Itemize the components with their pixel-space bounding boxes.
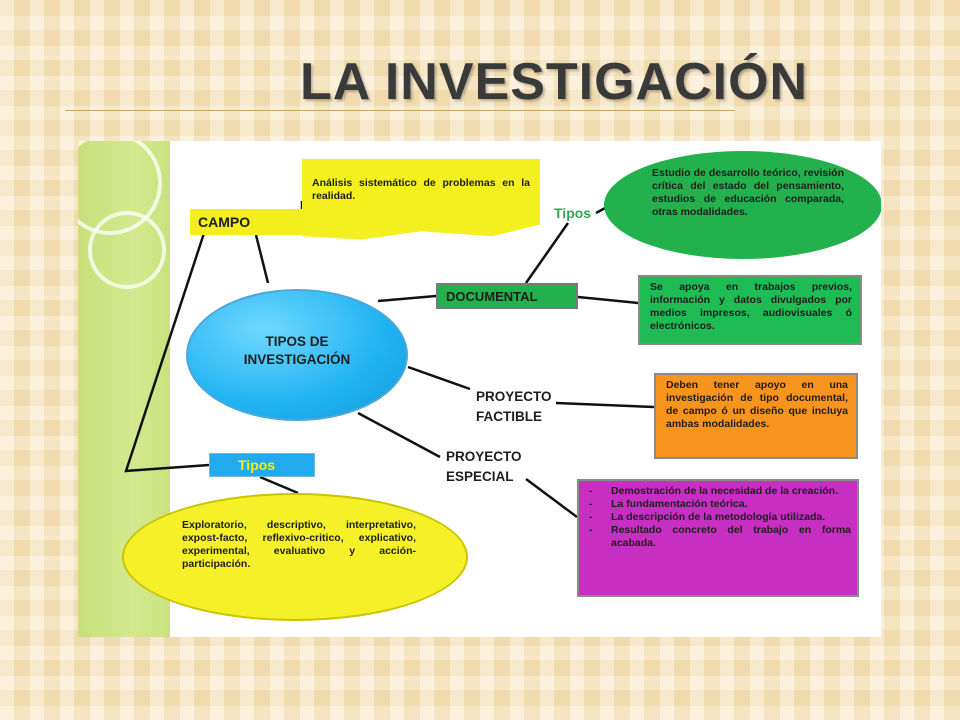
documental-description-box: Se apoya en trabajos previos, informació… — [638, 275, 862, 345]
documental-tipos-text: Estudio de desarrollo teórico, revisión … — [652, 167, 844, 218]
campo-description-box: Análisis sistemático de problemas en la … — [302, 159, 540, 240]
center-line2: INVESTIGACIÓN — [243, 352, 351, 367]
proyecto-especial-node: PROYECTO ESPECIAL — [446, 447, 522, 487]
connector-lines — [124, 199, 655, 519]
especial-list-box: Demostración de la necesidad de la creac… — [577, 479, 859, 597]
campo-label: CAMPO — [198, 214, 251, 230]
especial-list: Demostración de la necesidad de la creac… — [585, 485, 851, 550]
connector-center-campo — [254, 234, 270, 284]
factible-description: Deben tener apoyo en una investigación d… — [666, 379, 848, 430]
connector-campo-tipos — [124, 220, 210, 473]
campo-tipos-text: Exploratorio, descriptivo, interpretativ… — [182, 519, 416, 570]
list-item: La descripción de la metodología utiliza… — [585, 511, 851, 524]
center-line1: TIPOS DE — [265, 334, 329, 349]
documental-node: DOCUMENTAL — [436, 283, 578, 309]
slide-title: LA INVESTIGACIÓN — [300, 53, 809, 111]
campo-node: CAMPO — [190, 209, 302, 235]
decorative-ring — [88, 211, 166, 289]
connector-documental-apoya — [577, 295, 639, 305]
list-item: La fundamentación teórica. — [585, 498, 851, 511]
title-underline — [65, 110, 735, 111]
factible-description-box: Deben tener apoyo en una investigación d… — [654, 373, 858, 459]
factible-line2: FACTIBLE — [476, 409, 542, 424]
campo-tipos-label-box: Tipos — [209, 453, 315, 477]
connector-center-documental — [377, 294, 437, 303]
proyecto-factible-node: PROYECTO FACTIBLE — [476, 387, 552, 427]
campo-tipos-label: Tipos — [238, 457, 276, 473]
list-item: Demostración de la necesidad de la creac… — [585, 485, 851, 498]
connector-tipos-ellipse — [259, 475, 299, 495]
documental-description: Se apoya en trabajos previos, informació… — [650, 281, 852, 332]
connector-center-especial — [357, 411, 441, 459]
especial-line2: ESPECIAL — [446, 469, 514, 484]
connector-center-factible — [407, 365, 471, 391]
center-node: TIPOS DE INVESTIGACIÓN — [186, 289, 408, 421]
connector-factible-apoyo — [555, 401, 655, 409]
campo-description: Análisis sistemático de problemas en la … — [312, 177, 530, 202]
diagram-panel: Análisis sistemático de problemas en la … — [78, 141, 881, 637]
especial-line1: PROYECTO — [446, 449, 522, 464]
connector-especial-lista — [525, 477, 578, 519]
factible-line1: PROYECTO — [476, 389, 552, 404]
campo-tipos-ellipse: Exploratorio, descriptivo, interpretativ… — [122, 493, 468, 621]
documental-label: DOCUMENTAL — [446, 289, 538, 304]
connector-documental-tipos — [524, 222, 570, 284]
documental-tipos-label: Tipos — [554, 205, 592, 221]
list-item: Resultado concreto del trabajo en forma … — [585, 524, 851, 550]
documental-tipos-ellipse: Estudio de desarrollo teórico, revisión … — [604, 151, 881, 259]
